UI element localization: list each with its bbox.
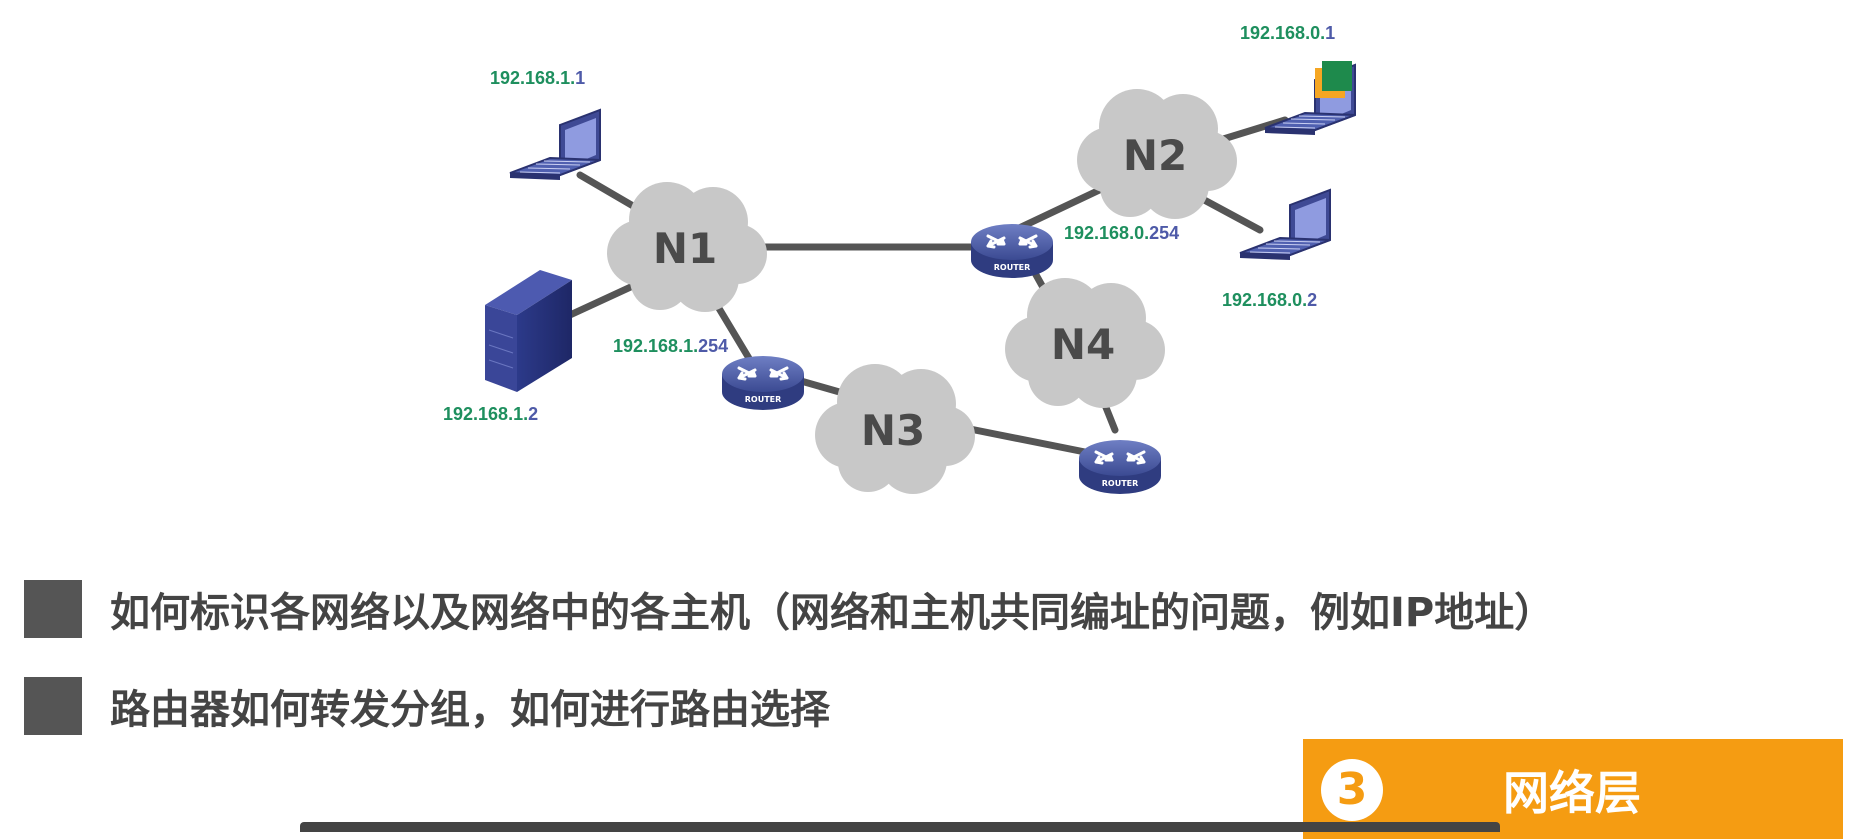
link-r2-n2 [1011, 181, 1114, 234]
cut-off-text-fragment [300, 822, 1500, 832]
laptop-host1-icon [509, 109, 601, 181]
section-badge: 3 网络层 [1303, 739, 1843, 839]
router-r3-label: ROUTER [1102, 479, 1139, 488]
router-r2: ROUTER [969, 222, 1055, 280]
cloud-n3: N3 [815, 364, 975, 494]
bullet-item-2: 路由器如何转发分组，如何进行路由选择 [24, 677, 830, 735]
bullet-text-2: 路由器如何转发分组，如何进行路由选择 [110, 687, 830, 733]
cloud-n2: N2 [1077, 89, 1237, 219]
link-n2-host-bottom [1191, 191, 1264, 234]
router-r1: ROUTER [720, 354, 806, 412]
ip-label-host-n2-bottom: 192.168.0.2 [1222, 290, 1317, 310]
section-title: 网络层 [1503, 766, 1641, 820]
cloud-n1-label: N1 [653, 224, 717, 273]
ip-label-r1: 192.168.1.254 [613, 336, 728, 356]
ip-label-host1: 192.168.1.1 [490, 68, 585, 88]
router-r1-label: ROUTER [745, 395, 782, 404]
cloud-n4-label: N4 [1051, 320, 1115, 369]
network-links [566, 116, 1289, 459]
cloud-n1: N1 [607, 182, 767, 312]
ip-label-host-n2-top: 192.168.0.1 [1240, 23, 1335, 43]
bullet-square-icon [24, 580, 82, 638]
link-n2-host-top [1216, 116, 1289, 144]
link-host1-n1 [576, 171, 644, 214]
server-icon [485, 270, 572, 392]
link-n3-r3 [946, 421, 1104, 459]
laptop-n2-top-icon [1264, 61, 1356, 136]
overlay-square-green [1322, 61, 1352, 91]
bullet-text-1: 如何标识各网络以及网络中的各主机（网络和主机共同编址的问题，例如IP地址） [110, 590, 1555, 636]
ip-label-server: 192.168.1.2 [443, 404, 538, 424]
cloud-n2-label: N2 [1123, 131, 1187, 180]
section-number-badge: 3 [1321, 759, 1383, 821]
router-r2-label: ROUTER [994, 263, 1031, 272]
cut-off-text-line [300, 822, 1500, 832]
link-server-n1 [566, 281, 639, 319]
cloud-n3-label: N3 [861, 406, 925, 455]
bullet-square-icon [24, 677, 82, 735]
router-r3: ROUTER [1077, 438, 1163, 496]
cloud-n4: N4 [1005, 278, 1165, 408]
ip-label-r2: 192.168.0.254 [1064, 223, 1179, 243]
bullet-item-1: 如何标识各网络以及网络中的各主机（网络和主机共同编址的问题，例如IP地址） [24, 580, 1554, 638]
